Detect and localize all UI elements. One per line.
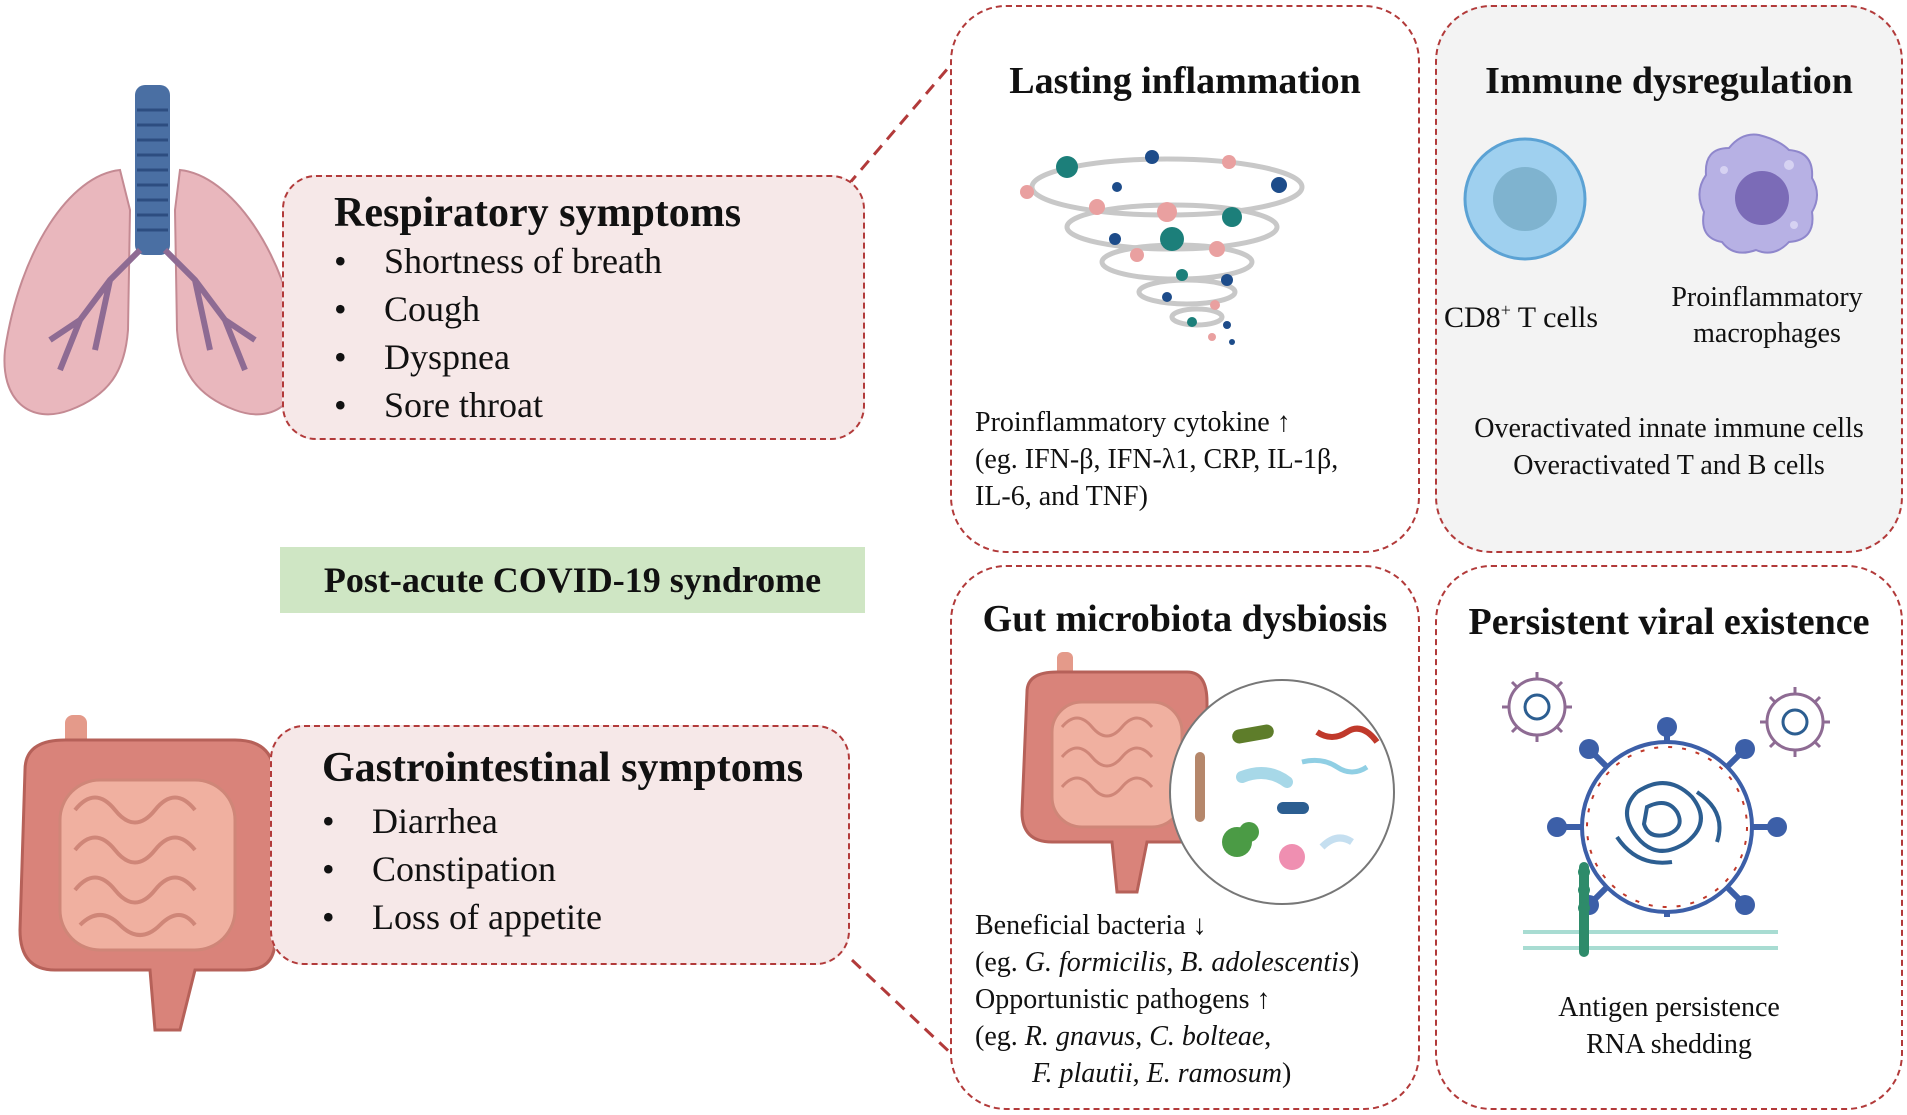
cd8-label: CD8+ T cells	[1444, 300, 1599, 334]
list-item: •Dyspnea	[334, 337, 510, 377]
gastro-symptoms-box: Gastrointestinal symptoms •Diarrhea •Con…	[270, 725, 850, 965]
inflammation-text-2: (eg. IFN-β, IFN-λ1, CRP, IL-1β,	[975, 444, 1339, 475]
t-cell-icon	[1463, 137, 1587, 261]
list-item: •Loss of appetite	[322, 897, 602, 937]
immune-dysregulation-panel: Immune dysregulation CD8+ T cells Proinf…	[1435, 5, 1903, 553]
gut-text-1: Beneficial bacteria ↓	[975, 910, 1207, 941]
gut-text-3: Opportunistic pathogens ↑	[975, 984, 1271, 1015]
gastro-title: Gastrointestinal symptoms	[322, 745, 804, 791]
viral-text-1: Antigen persistence	[1558, 992, 1780, 1023]
respiratory-list: •Shortness of breath •Cough •Dyspnea •So…	[334, 237, 662, 429]
receptor	[1523, 862, 1778, 957]
inflammation-text-3: IL-6, and TNF)	[975, 481, 1148, 512]
panel-title: Persistent viral existence	[1468, 601, 1870, 643]
small-virus-left	[1502, 672, 1572, 742]
list-item: •Shortness of breath	[334, 241, 662, 281]
respiratory-title: Respiratory symptoms	[334, 190, 742, 236]
syndrome-label: Post-acute COVID-19 syndrome	[280, 547, 865, 613]
gut-microbiota-panel: Gut microbiota dysbiosis Beneficial bact…	[950, 565, 1420, 1110]
panel-title: Gut microbiota dysbiosis	[982, 598, 1388, 640]
macrophage-label-1: Proinflammatory	[1671, 282, 1863, 313]
cytokine-storm-icon	[1020, 150, 1305, 345]
list-item: •Diarrhea	[322, 801, 498, 841]
gut-text-4: (eg. R. gnavus, C. bolteae,	[975, 1021, 1272, 1052]
immune-text-2: Overactivated T and B cells	[1513, 450, 1825, 481]
lasting-inflammation-panel: Lasting inflammation	[950, 5, 1420, 553]
connector-bottom	[850, 958, 960, 1062]
gut-text-5: F. plautii, E. ramosum)	[1032, 1058, 1292, 1089]
respiratory-symptoms-box: Respiratory symptoms •Shortness of breat…	[282, 175, 865, 440]
gut-text-2: (eg. G. formicilis, B. adolescentis)	[975, 947, 1360, 978]
immune-text-1: Overactivated innate immune cells	[1474, 413, 1864, 444]
virus-icon	[1502, 672, 1830, 957]
list-item: •Cough	[334, 289, 481, 329]
lungs-icon	[3, 85, 302, 416]
panel-title: Immune dysregulation	[1485, 60, 1853, 102]
inflammation-text-1: Proinflammatory cytokine ↑	[975, 407, 1291, 438]
list-item: •Sore throat	[334, 385, 543, 425]
macrophage-label-2: macrophages	[1693, 318, 1841, 349]
intestine-icon	[18, 715, 277, 1032]
gastro-list: •Diarrhea •Constipation •Loss of appetit…	[322, 797, 602, 941]
gut-microbiome-icon	[1020, 652, 1395, 905]
list-item: •Constipation	[322, 849, 557, 889]
viral-text-2: RNA shedding	[1586, 1029, 1752, 1060]
connector-top	[846, 59, 957, 186]
small-virus-right	[1760, 687, 1830, 757]
panel-title: Lasting inflammation	[1009, 60, 1361, 102]
viral-existence-panel: Persistent viral existence	[1435, 565, 1903, 1110]
large-virus	[1547, 717, 1787, 917]
macrophage-icon	[1698, 133, 1818, 254]
